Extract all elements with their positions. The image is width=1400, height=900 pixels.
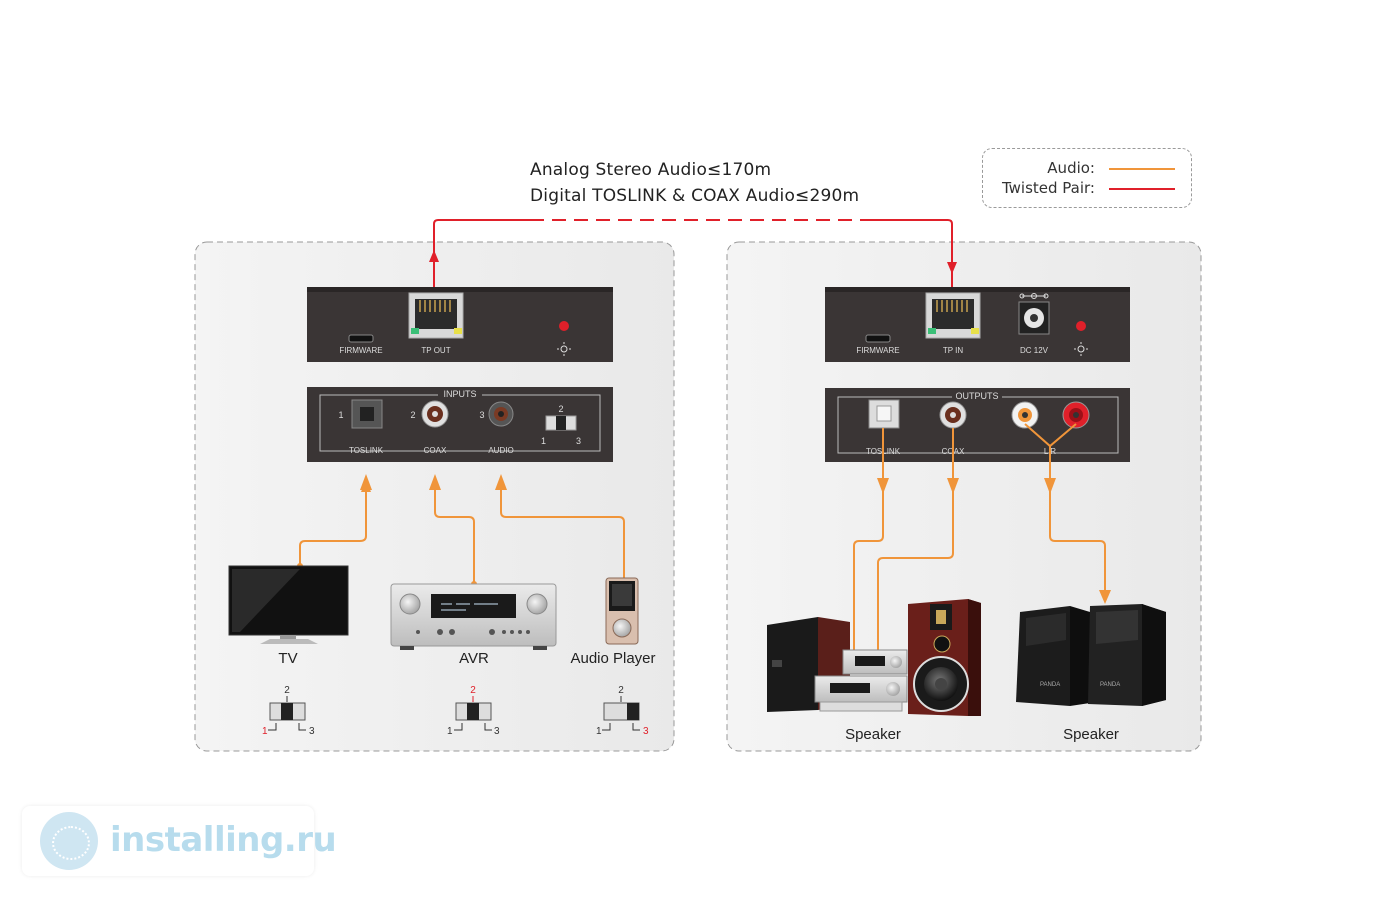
receiver-top-panel: FIRMWARE TP IN DC 12V — [825, 287, 1130, 362]
receiver-audio-cables — [853, 423, 1106, 650]
svg-text:3: 3 — [494, 726, 500, 737]
svg-text:2: 2 — [284, 685, 290, 696]
panda-speakers-icon: PANDA PANDA — [1016, 604, 1166, 706]
speaker-label-left: Speaker — [845, 726, 901, 743]
firmware-label: FIRMWARE — [339, 346, 382, 355]
distance-line-analog: Analog Stereo Audio≤170m — [530, 160, 772, 180]
inputs-label: INPUTS — [443, 389, 476, 399]
receiver-bottom-panel: OUTPUTS TOSLINK COAX L R — [825, 388, 1130, 462]
power-led-icon — [559, 321, 569, 331]
firmware-port — [865, 334, 891, 343]
rj45-port-icon — [408, 292, 464, 339]
transmitter-top-panel: FIRMWARE TP OUT — [307, 287, 613, 362]
dc-power-jack-icon — [1018, 293, 1050, 335]
legend-audio-label: Audio: — [1047, 159, 1095, 177]
svg-text:1: 1 — [262, 726, 268, 737]
tp-out-label: TP OUT — [421, 346, 450, 355]
audio-label: AUDIO — [488, 446, 513, 455]
distance-line-digital: Digital TOSLINK & COAX Audio≤290m — [530, 186, 860, 206]
tv-icon — [228, 565, 349, 644]
audio-player-icon — [605, 577, 639, 645]
svg-text:2: 2 — [618, 685, 624, 696]
svg-text:PANDA: PANDA — [1040, 682, 1060, 688]
legend-twisted-pair-label: Twisted Pair: — [1001, 179, 1095, 197]
power-led-icon — [1076, 321, 1086, 331]
firmware-port — [348, 334, 374, 343]
sun-icon — [1074, 342, 1088, 356]
transmitter-arrowheads — [360, 474, 507, 490]
svg-text:2: 2 — [470, 685, 476, 696]
tv-label: TV — [278, 650, 297, 667]
watermark-logo-icon — [40, 812, 98, 870]
svg-text:1: 1 — [447, 726, 453, 737]
rca-right-port-icon — [1062, 401, 1090, 429]
port1-number: 1 — [338, 410, 343, 420]
switch-setting-avr: 2 1 3 — [447, 685, 500, 737]
receiver-arrowheads — [877, 478, 1111, 604]
tp-in-label: TP IN — [943, 346, 964, 355]
switch-setting-audio-player: 2 1 3 — [596, 685, 649, 737]
avr-label: AVR — [459, 650, 489, 667]
outputs-label: OUTPUTS — [955, 391, 998, 401]
watermark-text: installing.ru — [110, 820, 337, 860]
rca-left-port-icon — [1011, 401, 1039, 429]
svg-text:1: 1 — [596, 726, 602, 737]
toslink-port-icon — [868, 399, 900, 429]
audio-player-label: Audio Player — [570, 650, 655, 667]
legend-audio-line — [1109, 168, 1175, 170]
svg-text:3: 3 — [309, 726, 315, 737]
input-selector-switch[interactable]: 2 1 3 — [541, 404, 581, 446]
switch-left-number: 1 — [541, 436, 546, 446]
transmitter-bottom-panel: INPUTS 1 2 3 2 1 3 TOSLINK COAX AUDIO — [307, 387, 613, 462]
coax-label: COAX — [424, 446, 447, 455]
port2-number: 2 — [410, 410, 415, 420]
legend-twisted-pair-line — [1109, 188, 1175, 190]
toslink-label: TOSLINK — [349, 446, 384, 455]
switch-setting-tv: 2 1 3 — [262, 685, 315, 737]
coax-port-icon — [421, 400, 449, 428]
svg-text:PANDA: PANDA — [1100, 682, 1120, 688]
sun-icon — [557, 342, 571, 356]
speaker-label-right: Speaker — [1063, 726, 1119, 743]
rj45-port-icon — [925, 292, 981, 339]
svg-text:3: 3 — [643, 726, 649, 737]
firmware-label: FIRMWARE — [856, 346, 899, 355]
legend: Audio: Twisted Pair: — [982, 148, 1192, 208]
audio-jack-icon — [488, 401, 514, 427]
watermark: installing.ru — [22, 806, 337, 876]
coax-port-icon — [939, 401, 967, 429]
hifi-speaker-system-icon — [767, 599, 981, 716]
switch-right-number: 3 — [576, 436, 581, 446]
port3-number: 3 — [479, 410, 484, 420]
dc-12v-label: DC 12V — [1020, 346, 1049, 355]
switch-top-number: 2 — [558, 404, 563, 414]
twisted-pair-cable — [429, 219, 957, 300]
avr-icon — [390, 583, 557, 650]
